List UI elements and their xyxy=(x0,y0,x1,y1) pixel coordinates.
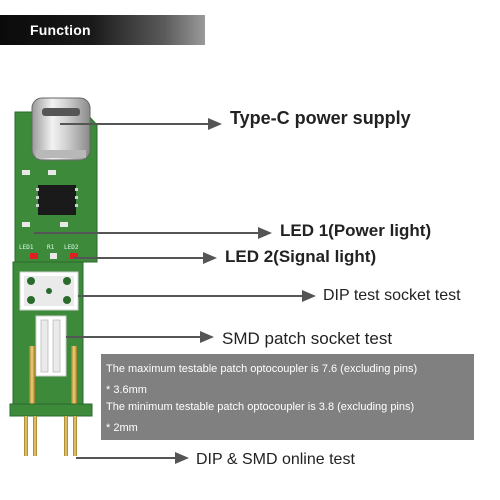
silk-led2: LED2 xyxy=(64,244,79,251)
silk-led1: LED1 xyxy=(19,244,34,251)
led1-indicator xyxy=(30,253,38,259)
label-led1: LED 1(Power light) xyxy=(280,221,432,240)
pcb-base xyxy=(9,403,93,417)
type-c-connector xyxy=(31,97,91,161)
info-max-size: The maximum testable patch optocoupler i… xyxy=(106,363,418,375)
section-title: Function xyxy=(30,22,91,38)
silk-r1: R1 xyxy=(47,244,55,251)
section-header: Function xyxy=(0,15,205,45)
info-max-thickness: * 3.6mm xyxy=(106,384,147,396)
smd-socket xyxy=(35,315,67,377)
info-min-size: The minimum testable patch optocoupler i… xyxy=(106,401,415,413)
label-typec-power: Type-C power supply xyxy=(230,108,411,128)
ic-chip xyxy=(38,185,76,215)
output-pins xyxy=(24,416,77,456)
led2-indicator xyxy=(70,253,78,259)
info-min-thickness: * 2mm xyxy=(106,422,138,434)
label-online-test: DIP & SMD online test xyxy=(196,451,355,468)
pin-header xyxy=(29,346,77,404)
label-smd-socket: SMD patch socket test xyxy=(222,329,393,348)
spec-info-box: The maximum testable patch optocoupler i… xyxy=(101,354,474,440)
label-led2: LED 2(Signal light) xyxy=(225,247,377,266)
dip-socket xyxy=(19,271,79,311)
label-dip-socket: DIP test socket test xyxy=(323,287,461,304)
